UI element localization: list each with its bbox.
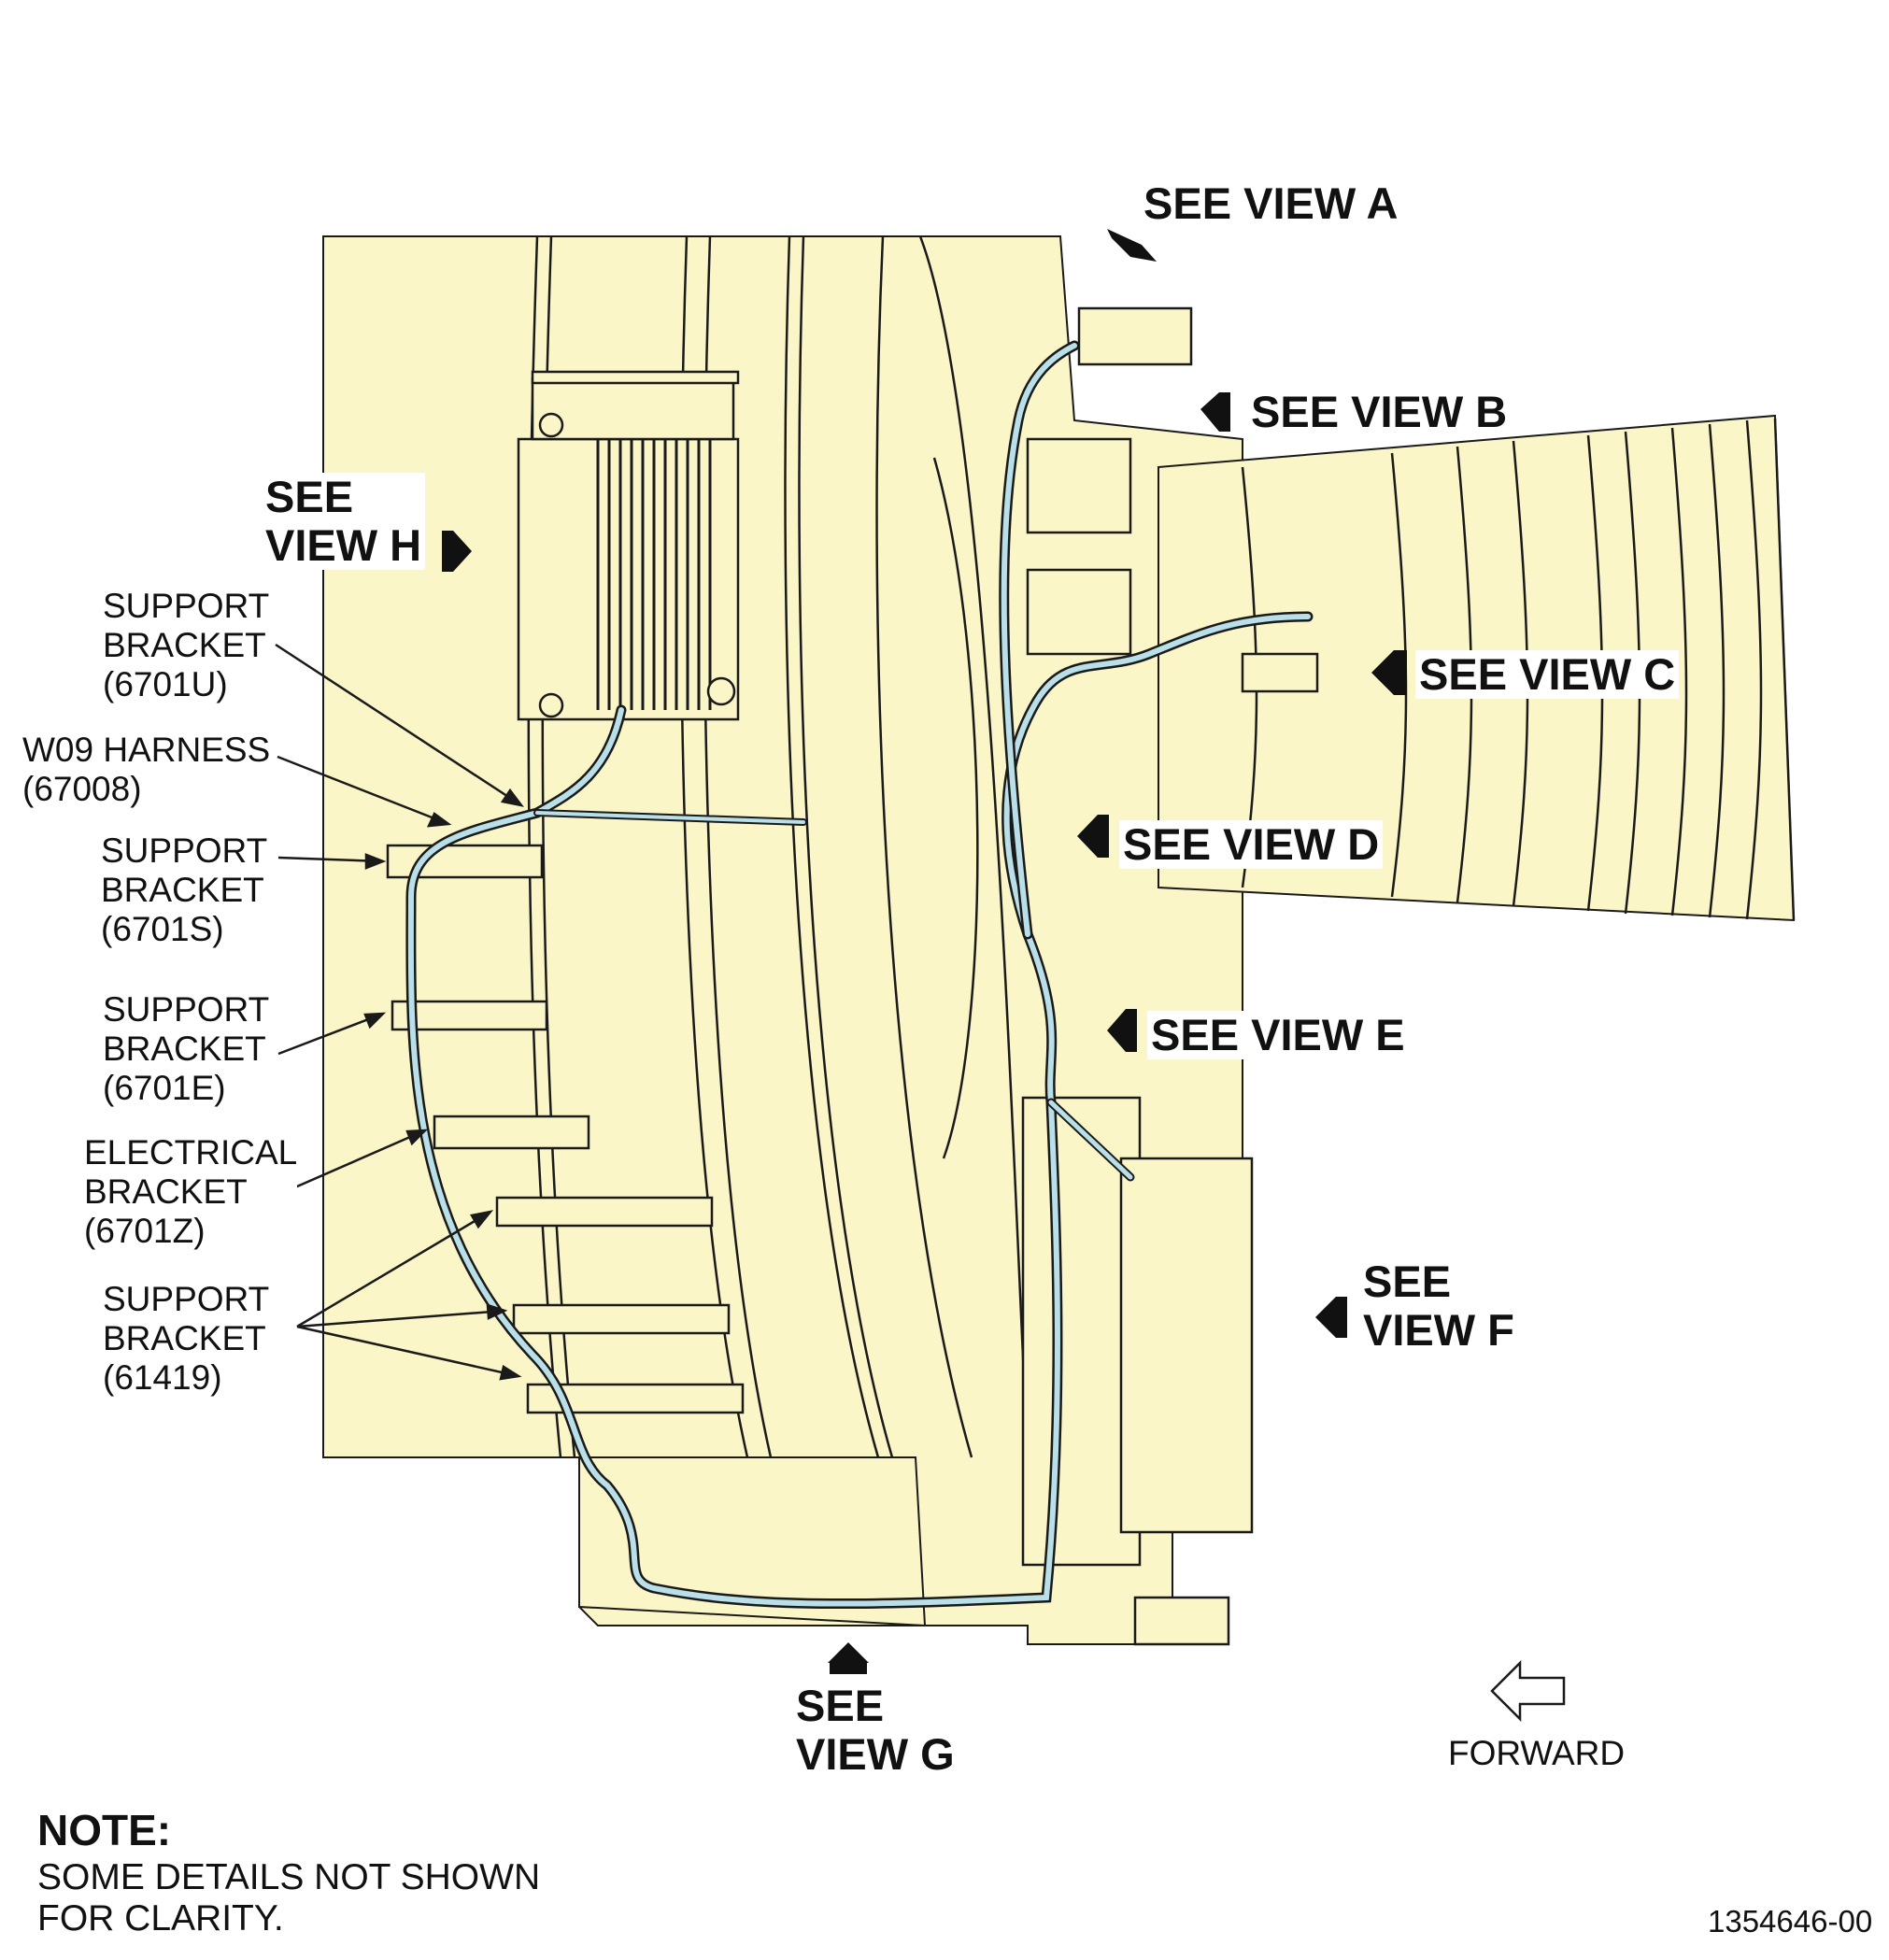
arrow-view-e <box>1107 1009 1126 1052</box>
callout-view-e: SEE VIEW E <box>1147 1011 1409 1059</box>
arrow-view-d <box>1077 815 1098 858</box>
arrow-view-b <box>1200 392 1219 432</box>
callout-view-g: SEE VIEW G <box>792 1682 959 1779</box>
w09-harness-routing <box>405 340 1314 1610</box>
leader-lines <box>275 643 524 1381</box>
forward-arrow-icon <box>1490 1659 1566 1723</box>
callout-view-c: SEE VIEW C <box>1415 650 1680 699</box>
label-support-bracket-6701s: SUPPORT BRACKET (6701S) <box>101 831 268 949</box>
ecu-unit <box>517 370 740 721</box>
forward-label: FORWARD <box>1448 1734 1626 1772</box>
arrow-view-h <box>453 531 472 572</box>
callout-view-b: SEE VIEW B <box>1247 388 1512 436</box>
note-heading: NOTE: <box>37 1806 172 1854</box>
callout-view-h: SEE VIEW H <box>262 473 426 570</box>
gearbox-components <box>1021 306 1319 1646</box>
label-support-bracket-6701u: SUPPORT BRACKET (6701U) <box>103 587 270 704</box>
label-w09-harness: W09 HARNESS (67008) <box>22 731 271 809</box>
label-support-bracket-61419: SUPPORT BRACKET (61419) <box>103 1280 270 1398</box>
view-arrows <box>442 229 1407 1674</box>
arrow-view-f <box>1315 1297 1336 1338</box>
arrow-view-c <box>1371 650 1394 695</box>
figure-id: 1354646-00 <box>1708 1904 1873 1939</box>
note-text: SOME DETAILS NOT SHOWN FOR CLARITY. <box>37 1857 541 1939</box>
callout-view-f: SEE VIEW F <box>1359 1257 1518 1355</box>
label-support-bracket-6701e: SUPPORT BRACKET (6701E) <box>103 990 270 1108</box>
arrow-view-a <box>1107 229 1157 262</box>
label-electrical-bracket-6701z: ELECTRICAL BRACKET (6701Z) <box>84 1133 298 1251</box>
arrow-view-g <box>828 1642 869 1663</box>
callout-view-d: SEE VIEW D <box>1119 820 1384 869</box>
callout-view-a: SEE VIEW A <box>1140 179 1402 228</box>
